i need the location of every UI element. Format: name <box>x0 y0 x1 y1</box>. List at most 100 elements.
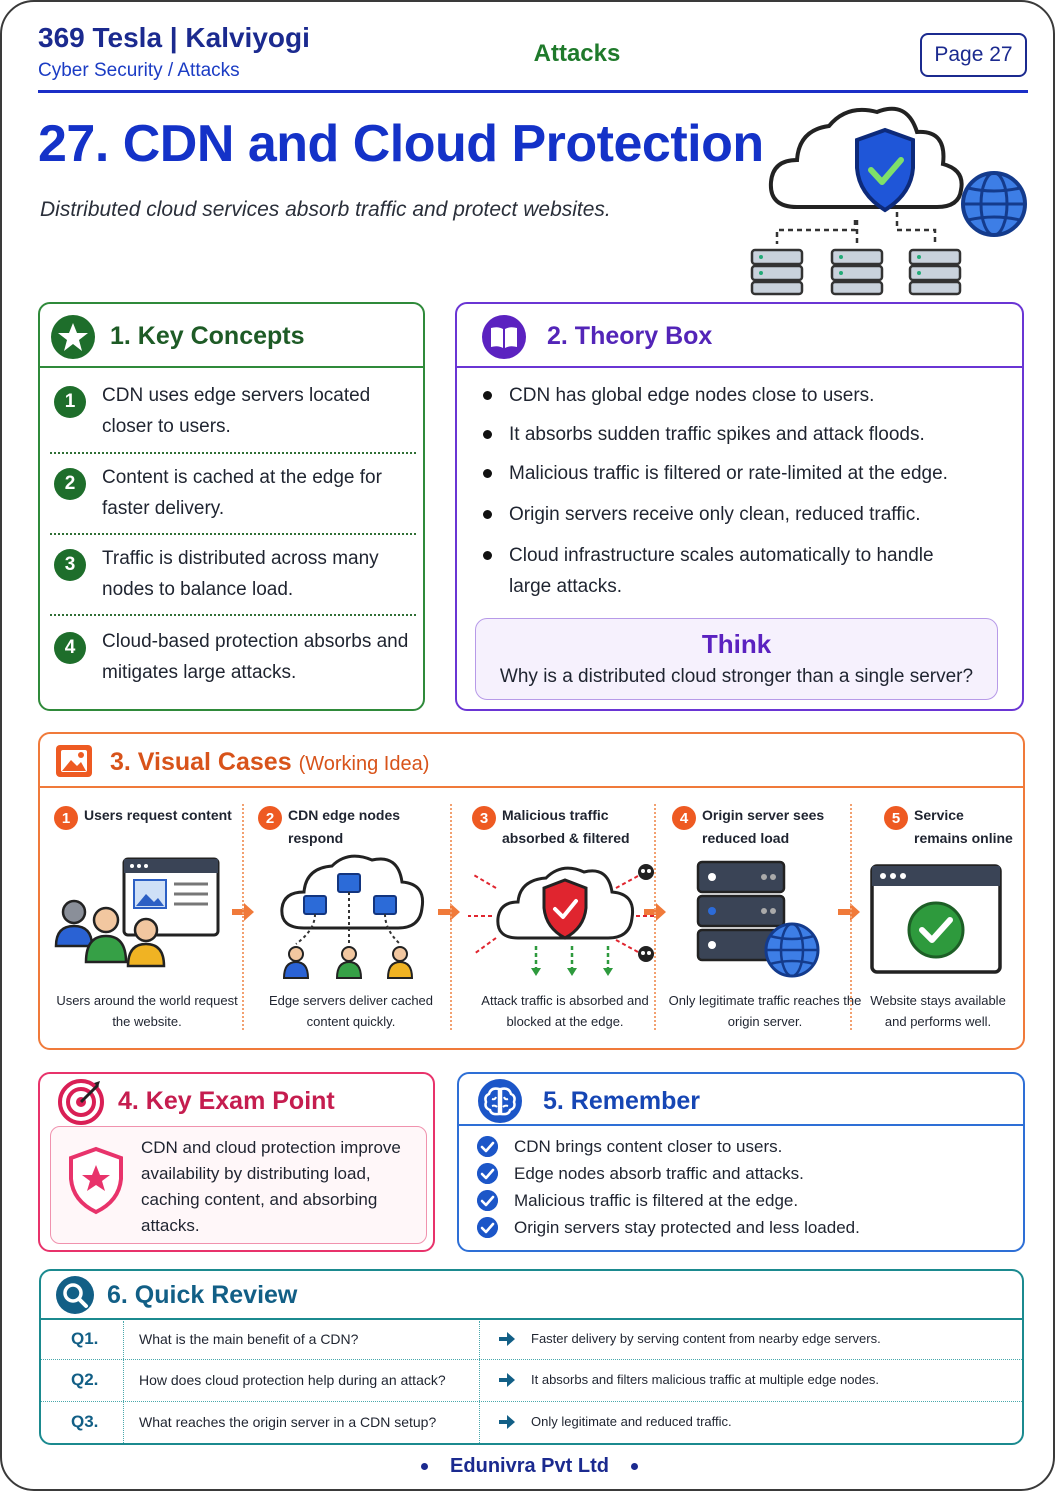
arrow-right-icon <box>499 1415 515 1429</box>
divider <box>50 452 416 454</box>
theory-box-card: 2. Theory Box CDN has global edge nodes … <box>455 302 1024 711</box>
item-text: CDN has global edge nodes close to users… <box>509 385 875 406</box>
page-title: 27. CDN and Cloud Protection <box>38 115 764 173</box>
divider <box>41 1401 1022 1402</box>
visual-cases-card: 3. Visual Cases (Working Idea) 1 Users r… <box>38 732 1025 1050</box>
step-number: 4 <box>672 806 696 830</box>
arrow-right-icon <box>838 903 860 921</box>
list-item: Cloud infrastructure scales automaticall… <box>483 540 967 602</box>
users-icon <box>54 857 220 968</box>
check-icon <box>477 1217 498 1238</box>
visual-cases-title: 3. Visual Cases (Working Idea) <box>110 748 429 777</box>
skull-icon <box>638 946 654 962</box>
step-caption: Users around the world request the websi… <box>56 993 238 1029</box>
visual-case-step: 5 Service remains online Website stays a… <box>870 804 1018 1034</box>
question-text: How does cloud protection help during an… <box>139 1372 446 1388</box>
item-text: Malicious traffic is filtered at the edg… <box>514 1191 799 1210</box>
check-icon <box>477 1136 498 1157</box>
item-text: It absorbs sudden traffic spikes and att… <box>509 424 925 445</box>
item-text: Traffic is distributed across many nodes… <box>102 548 379 600</box>
divider <box>242 804 244 1030</box>
globe-icon <box>961 171 1027 237</box>
bullet-dot <box>421 1463 429 1471</box>
quick-review-title: 6. Quick Review <box>107 1281 298 1309</box>
list-item: It absorbs sudden traffic spikes and att… <box>483 419 1007 450</box>
arrow-right-icon <box>499 1373 515 1387</box>
item-number: 2 <box>54 468 86 500</box>
item-number: 4 <box>54 632 86 664</box>
visual-cases-title-text: 3. Visual Cases <box>110 748 292 776</box>
exam-point-box: CDN and cloud protection improve availab… <box>50 1126 427 1244</box>
star-badge-icon <box>51 315 95 359</box>
target-icon <box>58 1079 104 1125</box>
shield-star-icon <box>69 1146 123 1215</box>
cloud-network-icon <box>280 854 425 979</box>
page-subtitle: Distributed cloud services absorb traffi… <box>40 198 611 221</box>
item-text: CDN brings content closer to users. <box>514 1137 783 1156</box>
step-number: 2 <box>258 806 282 830</box>
divider <box>479 1321 480 1443</box>
divider <box>850 804 852 1030</box>
theory-box-title: 2. Theory Box <box>547 322 713 350</box>
table-row: Q1. What is the main benefit of a CDN? F… <box>41 1319 1022 1361</box>
globe-icon <box>764 922 820 978</box>
visual-cases-subtitle: (Working Idea) <box>298 753 430 775</box>
item-text: Malicious traffic is filtered or rate-li… <box>509 463 948 484</box>
item-text: CDN uses edge servers located closer to … <box>102 385 371 437</box>
list-item: CDN has global edge nodes close to users… <box>483 380 1007 411</box>
remember-card: 5. Remember CDN brings content closer to… <box>457 1072 1025 1252</box>
exam-point-text: CDN and cloud protection improve availab… <box>141 1138 401 1235</box>
question-number: Q3. <box>71 1412 99 1431</box>
shield-filter-icon <box>468 864 660 976</box>
step-label: Malicious traffic absorbed & filtered <box>502 807 630 846</box>
brain-icon <box>478 1079 522 1123</box>
question-text: What reaches the origin server in a CDN … <box>139 1414 437 1430</box>
divider <box>41 1359 1022 1360</box>
answer-text: Faster delivery by serving content from … <box>531 1331 881 1346</box>
section-tag: Attacks <box>533 40 621 67</box>
remember-title: 5. Remember <box>543 1087 701 1115</box>
step-label: Origin server sees reduced load <box>702 807 825 846</box>
arrow-right-icon <box>438 903 460 921</box>
cloud-shield-icon <box>750 106 1027 296</box>
arrow-right-icon <box>499 1332 515 1346</box>
step-caption: Attack traffic is absorbed and blocked a… <box>481 993 649 1029</box>
item-number: 3 <box>54 549 86 581</box>
divider <box>50 614 416 616</box>
step-number: 5 <box>884 806 908 830</box>
item-text: Edge nodes absorb traffic and attacks. <box>514 1164 804 1183</box>
item-text: Cloud infrastructure scales automaticall… <box>509 545 934 597</box>
divider <box>457 366 1022 368</box>
step-number: 1 <box>54 806 78 830</box>
think-heading: Think <box>701 629 772 659</box>
image-icon <box>56 745 92 777</box>
step-caption: Edge servers deliver cached content quic… <box>268 993 434 1029</box>
divider <box>654 804 656 1030</box>
key-concepts-card: 1. Key Concepts 1 CDN uses edge servers … <box>38 302 425 711</box>
table-row: Q3. What reaches the origin server in a … <box>41 1402 1022 1444</box>
visual-case-step: 2 CDN edge nodes respond Edge servers de… <box>252 804 450 1034</box>
question-text: What is the main benefit of a CDN? <box>139 1331 359 1347</box>
step-label: Service remains online <box>914 807 1013 846</box>
step-label: Users request content <box>84 807 232 823</box>
footer-text: Edunivra Pvt Ltd <box>450 1455 609 1477</box>
key-exam-point-card: 4. Key Exam Point CDN and cloud protecti… <box>38 1072 435 1252</box>
search-icon <box>56 1276 94 1314</box>
bullet-dot <box>630 1463 638 1471</box>
step-caption: Only legitimate traffic reaches the orig… <box>668 993 862 1029</box>
step-label: CDN edge nodes respond <box>288 807 401 846</box>
divider <box>40 366 423 368</box>
breadcrumb: Cyber Security / Attacks <box>38 60 240 81</box>
list-item: Edge nodes absorb traffic and attacks. <box>477 1160 804 1187</box>
visual-case-step: 1 Users request content Users around the… <box>48 804 246 1034</box>
book-icon <box>482 315 526 359</box>
server-icon <box>750 248 804 296</box>
item-text: Origin servers receive only clean, reduc… <box>509 504 921 525</box>
item-number: 1 <box>54 386 86 418</box>
answer-text: Only legitimate and reduced traffic. <box>531 1414 732 1429</box>
footer: Edunivra Pvt Ltd <box>2 1455 1053 1478</box>
server-icon <box>908 248 962 296</box>
step-number: 3 <box>472 806 496 830</box>
answer-text: It absorbs and filters malicious traffic… <box>531 1372 880 1387</box>
